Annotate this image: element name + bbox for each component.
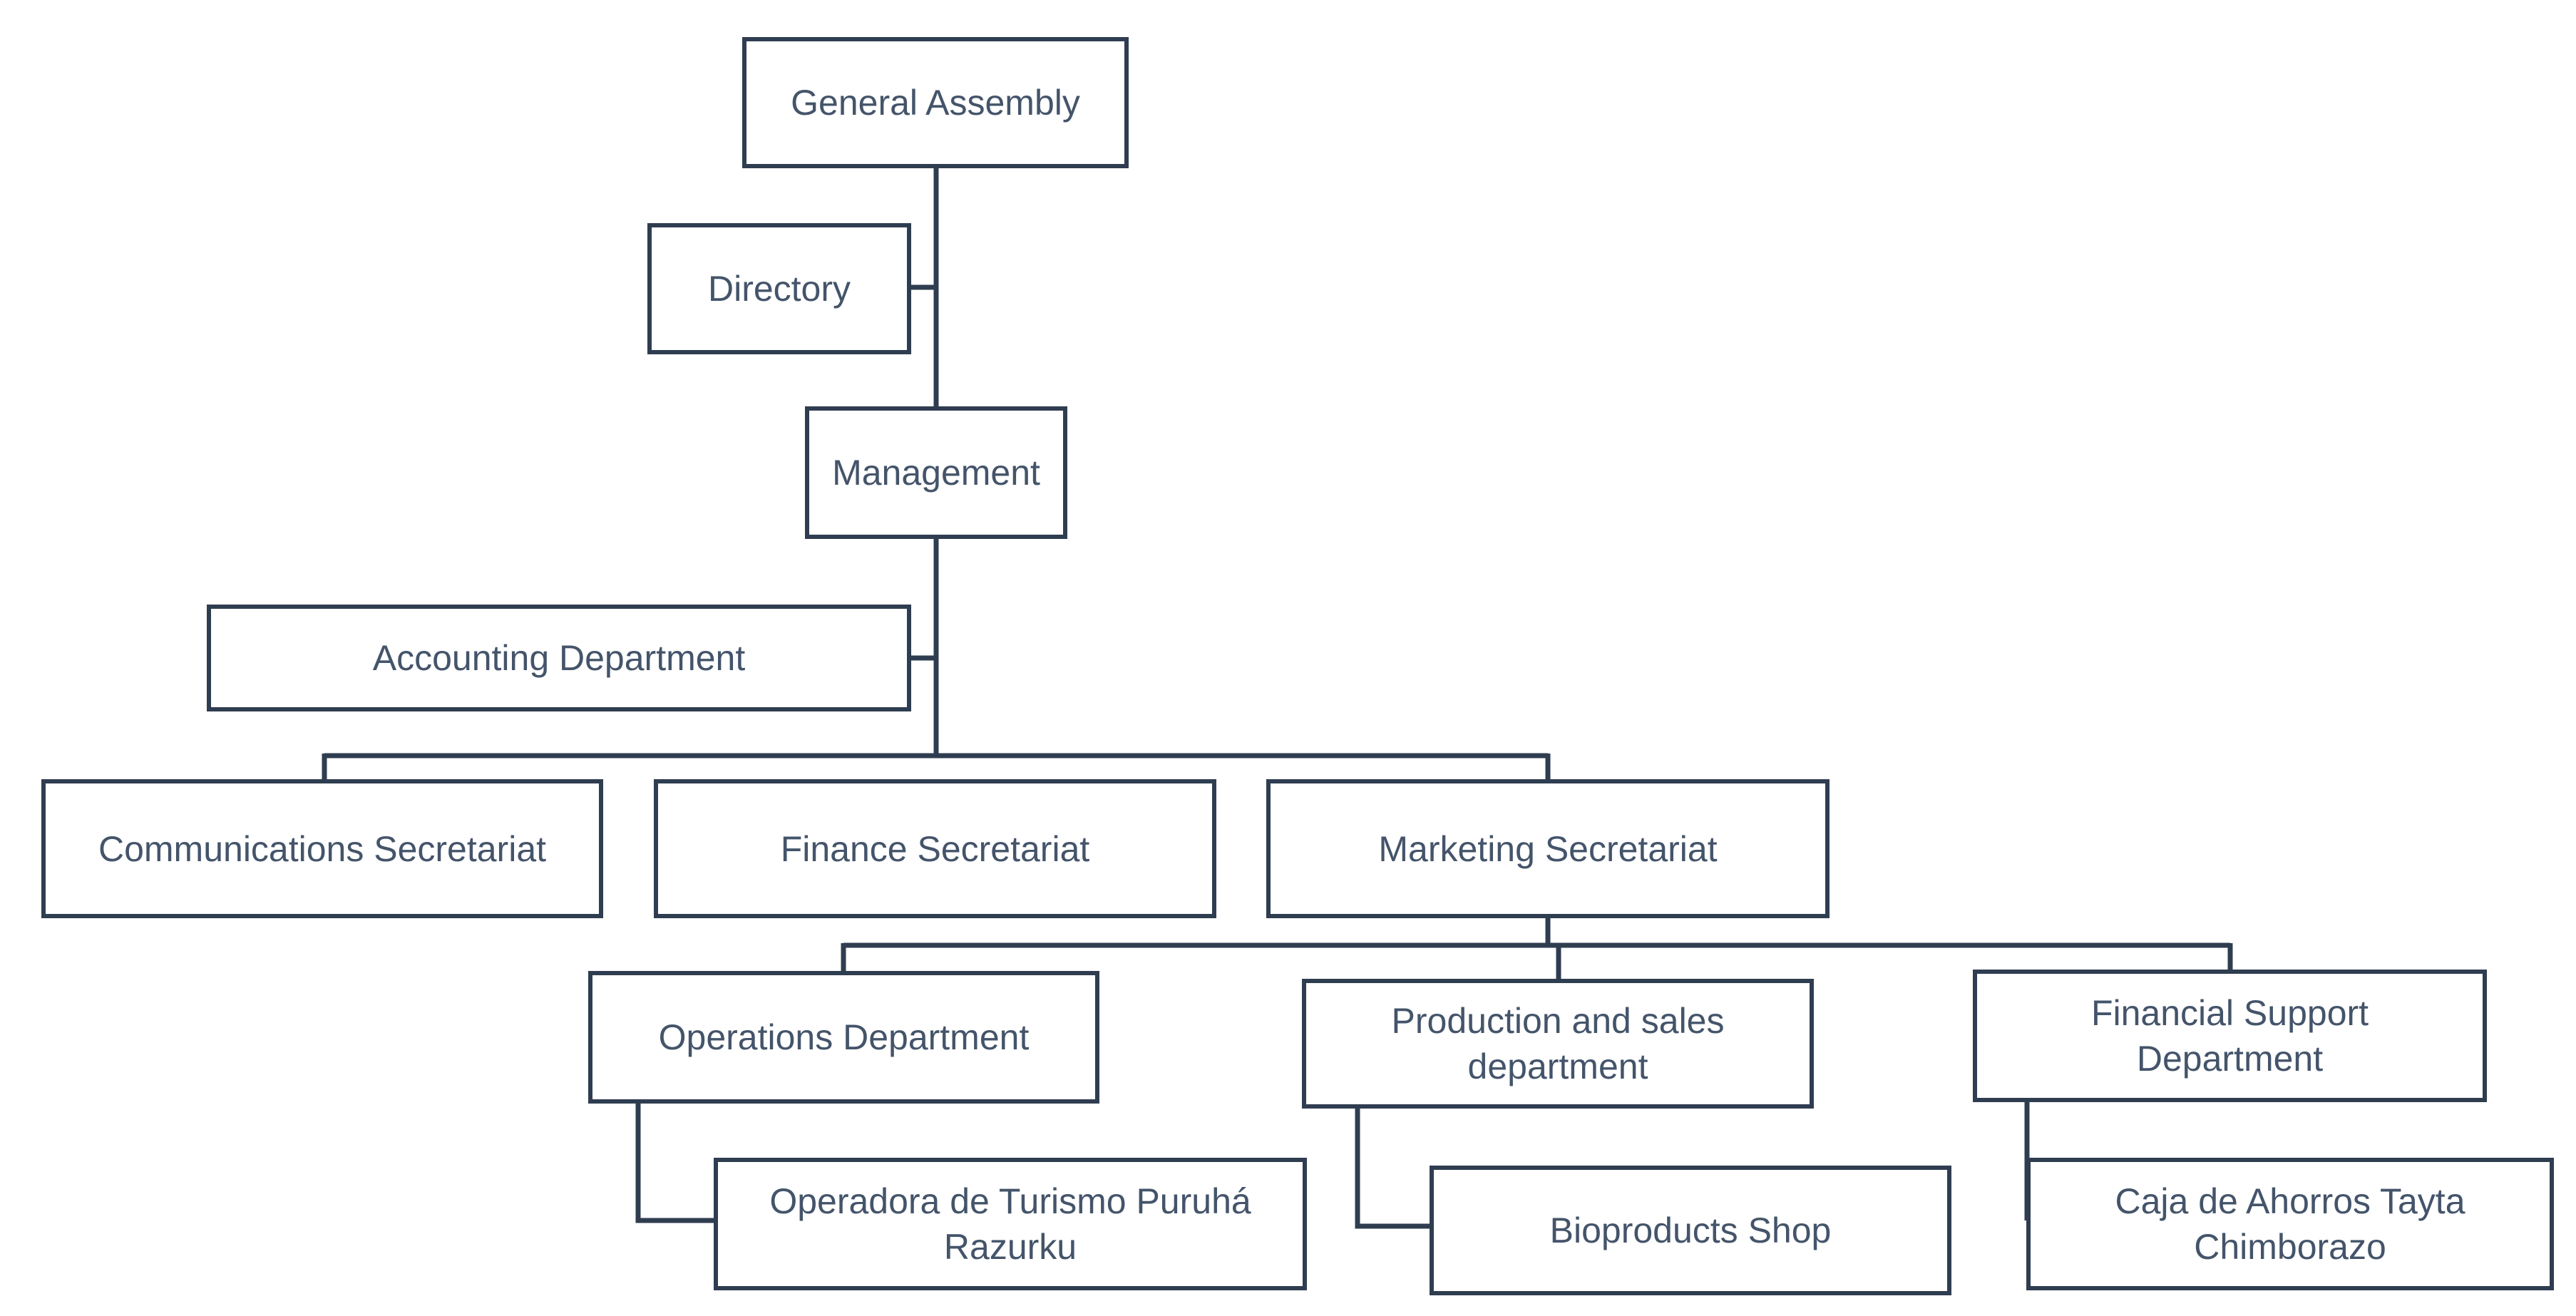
node-management: Management bbox=[805, 406, 1067, 539]
node-label: Management bbox=[832, 453, 1040, 493]
node-directory: Directory bbox=[647, 223, 911, 354]
node-label: Bioproducts Shop bbox=[1549, 1210, 1832, 1250]
node-label: General Assembly bbox=[791, 83, 1080, 123]
node-operadora-de-turismo: Operadora de Turismo Puruhá Razurku bbox=[714, 1158, 1307, 1290]
node-bioproducts-shop: Bioproducts Shop bbox=[1430, 1166, 1951, 1295]
node-label: Marketing Secretariat bbox=[1378, 828, 1718, 869]
node-label: Finance Secretariat bbox=[780, 828, 1090, 869]
node-label: Directory bbox=[707, 269, 851, 309]
connector-operadora bbox=[635, 1101, 716, 1223]
connector-bioproducts bbox=[1355, 1106, 1432, 1229]
node-accounting-department: Accounting Department bbox=[207, 605, 911, 711]
node-label: Communications Secretariat bbox=[98, 828, 547, 869]
node-financial-support-department: Financial Support Department bbox=[1973, 970, 2487, 1102]
node-communications-secretariat: Communications Secretariat bbox=[41, 779, 603, 918]
node-marketing-secretariat: Marketing Secretariat bbox=[1266, 779, 1830, 918]
node-caja-de-ahorros: Caja de Ahorros Tayta Chimborazo bbox=[2026, 1158, 2554, 1290]
node-operations-department: Operations Department bbox=[588, 971, 1099, 1104]
node-label: Financial Support Department bbox=[2090, 993, 2369, 1079]
node-finance-secretariat: Finance Secretariat bbox=[654, 779, 1216, 918]
node-label: Accounting Department bbox=[372, 638, 746, 678]
node-label: Operadora de Turismo Puruhá Razurku bbox=[769, 1181, 1251, 1267]
node-production-and-sales-department: Production and sales department bbox=[1302, 979, 1814, 1109]
node-label: Caja de Ahorros Tayta Chimborazo bbox=[2115, 1181, 2465, 1267]
node-label: Operations Department bbox=[658, 1017, 1030, 1057]
node-general-assembly: General Assembly bbox=[742, 37, 1129, 168]
node-label: Production and sales department bbox=[1391, 1001, 1725, 1086]
